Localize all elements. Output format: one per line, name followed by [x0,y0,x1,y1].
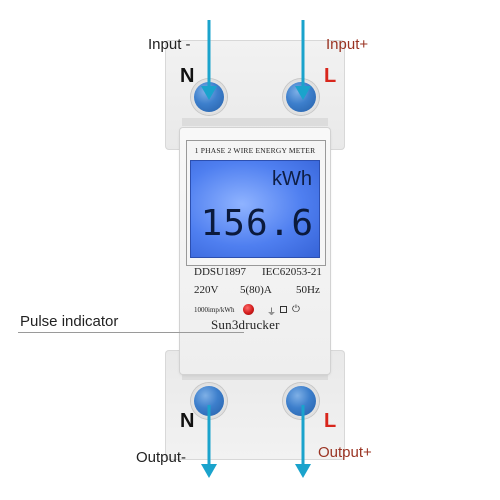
impulse-rate: 1000imp/kWh [194,306,235,314]
terminal-bottom-live [283,383,319,419]
brand-name: Sun3drucker [211,317,280,332]
screw-terminal-icon [286,386,316,416]
square-symbol-icon [280,306,287,313]
ground-symbol-icon: ⏚ [267,308,277,318]
arrow-down-icon [201,20,217,100]
rated-current: 5(80)A [240,284,272,296]
output-minus-label: Output- [136,449,187,466]
meter-title: 1 PHASE 2 WIRE ENERGY METER [194,146,316,155]
model-number: DDSU1897 [194,266,246,278]
rated-voltage: 220V [194,284,219,296]
rated-frequency: 50Hz [296,284,320,296]
arrow-down-icon [295,20,311,100]
terminal-letter-bottom-neutral: N [180,410,195,432]
terminal-letter-top-live: L [324,65,337,87]
arrow-down-icon [201,405,217,478]
output-plus-label: Output+ [318,444,372,461]
input-minus-label: Input - [148,36,191,53]
input-plus-label: Input+ [326,36,369,53]
lcd-unit: kWh [272,168,312,190]
arrow-down-icon [295,405,311,478]
din-rail-ridge-bottom [182,372,328,380]
lcd-reading: 156.6 [200,203,314,244]
led-indicator-icon [243,304,254,315]
pulse-indicator-leader-line [18,332,244,333]
din-rail-ridge-top [182,118,328,126]
pulse-indicator-label: Pulse indicator [20,313,119,330]
power-symbol-icon: ⏻ [292,304,300,315]
standard-number: IEC62053-21 [262,266,322,278]
terminal-letter-top-neutral: N [180,65,195,87]
terminal-top-live [283,79,319,115]
terminal-letter-bottom-live: L [324,410,337,432]
lcd-screen: kWh 156.6 [190,160,320,258]
